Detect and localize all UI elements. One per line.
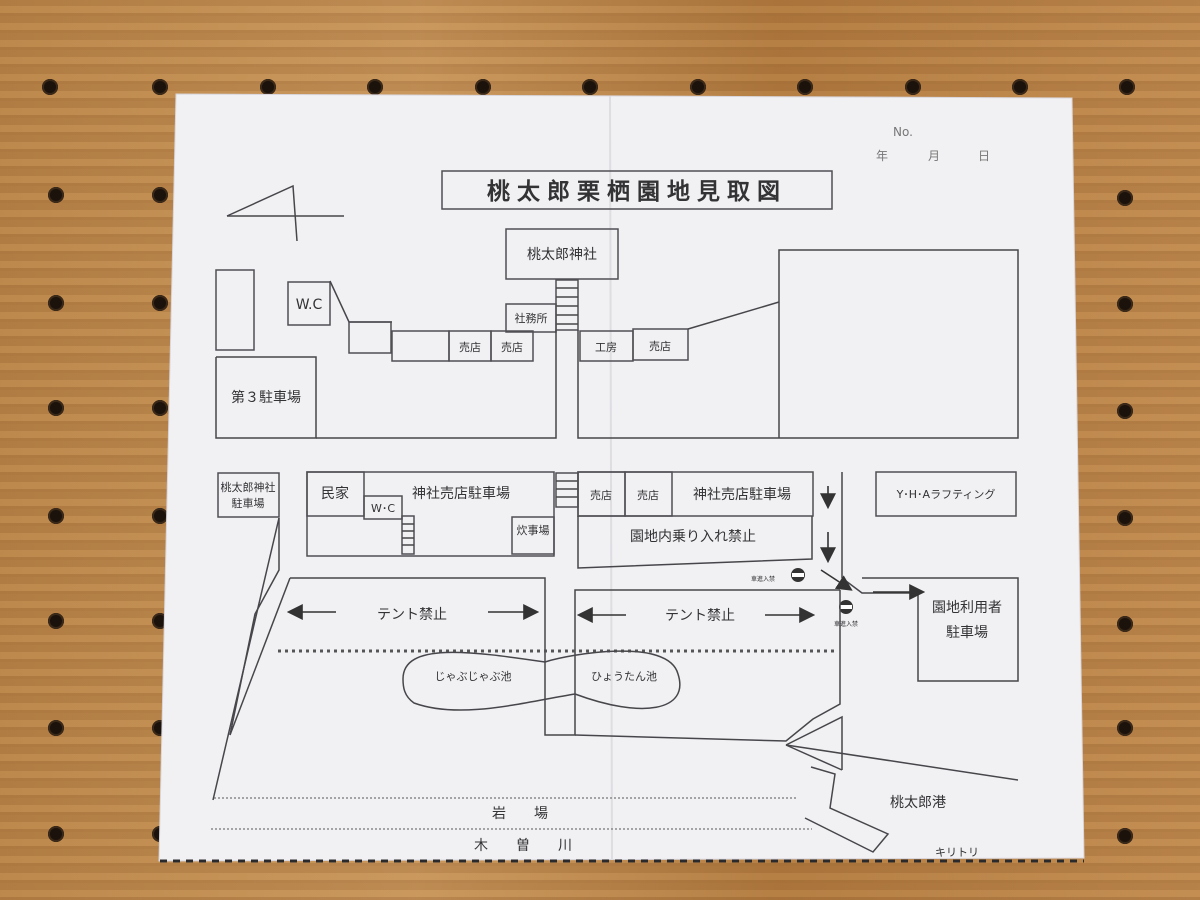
- port-path-shape: [804, 766, 890, 853]
- lower-campsite-outline: [290, 577, 840, 736]
- left-road-inner-line: [229, 518, 280, 736]
- small-stair-box: [401, 515, 415, 555]
- yha-box: [875, 471, 1017, 517]
- no-entry-icon-bar: [840, 605, 852, 609]
- shop5-label: 売店: [637, 488, 659, 502]
- document-number-label: No.: [893, 125, 913, 139]
- upper-right-path-line: [687, 301, 780, 330]
- lower-campsite-right-edge: [574, 590, 841, 742]
- date-month-label: 月: [928, 149, 940, 163]
- upper-right-block-outline: [577, 249, 1019, 439]
- triangle-path-icon: [785, 715, 843, 770]
- minka-label: 民家: [321, 485, 349, 502]
- yha-label: Y･H･Aラフティング: [896, 487, 996, 501]
- lower-campsite-left-edge: [229, 577, 291, 736]
- no-vehicle-label: 園地内乗り入れ禁止: [630, 529, 756, 545]
- studio-label: 工房: [595, 341, 617, 354]
- minka-box: [306, 471, 365, 517]
- port-label: 桃太郎港: [890, 795, 946, 811]
- park-users-parking-line1: 園地利用者: [932, 600, 1002, 616]
- park-users-parking-line2: 駐車場: [946, 624, 988, 641]
- date-year-label: 年: [876, 149, 888, 163]
- triangle-path-line: [785, 744, 843, 771]
- shrine-parking-line2: 駐車場: [232, 496, 265, 510]
- shrine-parking-line1: 桃太郎神社: [221, 480, 276, 494]
- date-day-label: 日: [978, 149, 990, 163]
- north-symbol-icon: [226, 184, 298, 242]
- shop1-label: 売店: [459, 340, 481, 354]
- no-entry-icon-bar: [792, 573, 804, 577]
- parking3-label: 第３駐車場: [231, 389, 301, 406]
- pond-shape: [402, 650, 681, 711]
- paper-sheet: [158, 93, 1085, 862]
- shrine-shop-parking-left-label: 神社売店駐車場: [412, 485, 510, 502]
- no-entry-sign-label-2: 車進入禁: [834, 620, 858, 628]
- cooking-box: [511, 516, 555, 555]
- riverbank-line: [785, 744, 1019, 781]
- staircase-lower-steps: [556, 480, 578, 498]
- shrine-shop-parking-right-label: 神社売店駐車場: [693, 486, 791, 503]
- river-label: 木 曽 川: [474, 838, 572, 854]
- no-tent-left-label: テント禁止: [377, 607, 447, 623]
- staircase-steps: [556, 287, 578, 325]
- cooking-label: 炊事場: [517, 524, 550, 537]
- wc-lower-box: [363, 495, 403, 520]
- map-title-box: [441, 170, 833, 210]
- office-box: [505, 303, 557, 333]
- rocky-area-label: 岩 場: [492, 806, 548, 822]
- pond-left-label: じゃぶじゃぶ池: [435, 670, 512, 683]
- cut-line-label: キリトリ: [935, 846, 979, 859]
- upper-left-block-outline: [316, 330, 557, 439]
- no-entry-sign-label-1: 車進入禁: [751, 575, 775, 583]
- small-shop-box: [348, 321, 392, 354]
- small-building-box: [215, 269, 255, 351]
- small-stair-steps: [402, 523, 414, 546]
- shrine-box: [505, 228, 619, 280]
- shop2-box: [490, 330, 534, 362]
- direction-arrow-icon: [820, 569, 853, 591]
- shop5-box: [624, 471, 673, 517]
- shop2-label: 売店: [501, 340, 523, 354]
- wc-lower-label: W･C: [371, 502, 395, 515]
- no-vehicle-box: [577, 516, 813, 569]
- paper-fold-line: [609, 95, 613, 861]
- map-title: 桃太郎栗栖園地見取図: [487, 178, 787, 205]
- shop3-box: [632, 328, 689, 361]
- pond-right-label: ひょうたん池: [591, 670, 657, 683]
- wc-top-box: [287, 281, 331, 326]
- shop3-label: 売店: [649, 339, 671, 353]
- no-tent-right-label: テント禁止: [665, 608, 735, 624]
- shrine-label: 桃太郎神社: [527, 247, 597, 263]
- wc-top-label: W.C: [296, 297, 323, 313]
- shrine-parking-box: [217, 472, 280, 518]
- shop4-label: 売店: [590, 488, 612, 502]
- office-label: 社務所: [515, 311, 548, 325]
